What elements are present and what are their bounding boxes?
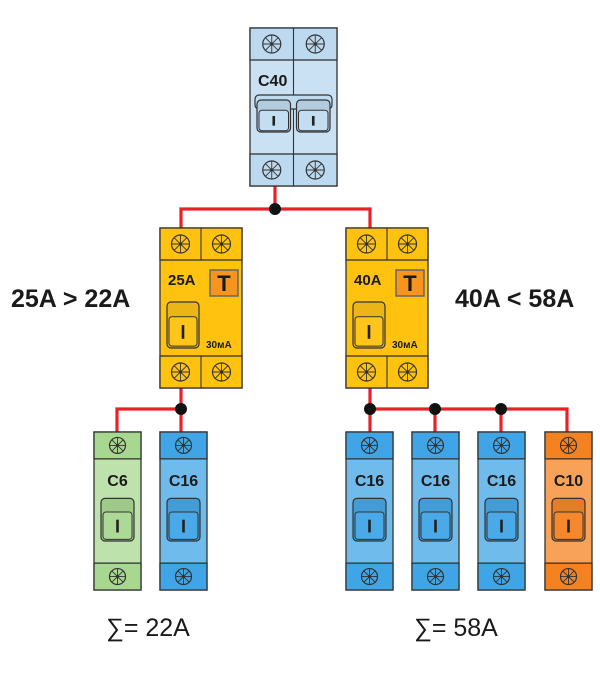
screw-terminal-icon bbox=[397, 234, 418, 254]
rcd-rating-label: 25A bbox=[168, 272, 196, 289]
screw-terminal-icon bbox=[174, 567, 193, 586]
wire-left-to-c6 bbox=[115, 407, 181, 432]
test-button-label: T bbox=[403, 271, 417, 296]
screw-terminal-icon bbox=[426, 436, 445, 455]
test-button-label: T bbox=[217, 271, 231, 296]
toggle-lever bbox=[256, 99, 292, 133]
test-button bbox=[209, 269, 239, 297]
screw-terminal-icon bbox=[559, 436, 578, 455]
breaker-rating-label: C40 bbox=[258, 73, 287, 90]
toggle-lever bbox=[295, 99, 331, 133]
toggle-lever bbox=[551, 497, 586, 542]
rcd-sensitivity-label: 30мА bbox=[206, 340, 232, 351]
breaker-rating-label: C6 bbox=[107, 473, 128, 490]
circuit-breaker-c6: C6 bbox=[93, 431, 142, 591]
circuit-breaker-c16: C16 bbox=[477, 431, 526, 591]
screw-terminal-icon bbox=[305, 160, 325, 180]
junction-dot bbox=[269, 203, 281, 215]
screw-terminal-icon bbox=[492, 567, 511, 586]
rcd-sensitivity-label: 30мА bbox=[392, 340, 418, 351]
toggle-lever bbox=[166, 497, 201, 542]
screw-terminal-icon bbox=[397, 362, 418, 382]
toggle-lever bbox=[352, 301, 386, 349]
junction-dot bbox=[429, 403, 441, 415]
circuit-breaker-c16: C16 bbox=[345, 431, 394, 591]
screw-terminal-icon bbox=[305, 34, 325, 54]
circuit-breaker-c16: C16 bbox=[159, 431, 208, 591]
circuit-breaker-c10: C10 bbox=[544, 431, 593, 591]
screw-terminal-icon bbox=[492, 436, 511, 455]
toggle-lever bbox=[100, 497, 135, 542]
screw-terminal-icon bbox=[262, 160, 282, 180]
screw-terminal-icon bbox=[170, 234, 191, 254]
breaker-rating-label: C16 bbox=[355, 473, 384, 490]
screw-terminal-icon bbox=[360, 436, 379, 455]
devices: C40 25A T 30мА 40A T 30мА C6 C16 C16 C16 C16 C10 bbox=[93, 27, 593, 591]
breaker-rating-label: C16 bbox=[487, 473, 516, 490]
test-button bbox=[395, 269, 425, 297]
screw-terminal-icon bbox=[426, 567, 445, 586]
toggle-lever bbox=[166, 301, 200, 349]
breaker-rating-label: C16 bbox=[169, 473, 198, 490]
rcd-rating-label: 40A bbox=[354, 272, 382, 289]
breaker-rating-label: C10 bbox=[554, 473, 583, 490]
screw-terminal-icon bbox=[174, 436, 193, 455]
toggle-lever bbox=[484, 497, 519, 542]
top-terminal bbox=[159, 431, 208, 460]
left-rcd-comparison: 25A > 22A bbox=[11, 285, 131, 313]
breaker-rating-label: C16 bbox=[421, 473, 450, 490]
junction-dot bbox=[495, 403, 507, 415]
right-rcd-comparison: 40A < 58A bbox=[455, 285, 575, 313]
circuit-breaker-c16: C16 bbox=[411, 431, 460, 591]
screw-terminal-icon bbox=[108, 436, 127, 455]
screw-terminal-icon bbox=[211, 234, 232, 254]
rcd-25a: 25A T 30мА bbox=[159, 227, 243, 389]
left-branch-sum: ∑= 22A bbox=[106, 614, 190, 642]
screw-terminal-icon bbox=[108, 567, 127, 586]
screw-terminal-icon bbox=[356, 234, 377, 254]
main-breaker-c40: C40 bbox=[249, 27, 338, 187]
screw-terminal-icon bbox=[211, 362, 232, 382]
screw-terminal-icon bbox=[262, 34, 282, 54]
screw-terminal-icon bbox=[360, 567, 379, 586]
screw-terminal-icon bbox=[170, 362, 191, 382]
screw-terminal-icon bbox=[559, 567, 578, 586]
rcd-40a: 40A T 30мА bbox=[345, 227, 429, 389]
toggle-lever bbox=[352, 497, 387, 542]
bottom-terminal bbox=[544, 562, 593, 591]
junction-dot bbox=[364, 403, 376, 415]
screw-terminal-icon bbox=[356, 362, 377, 382]
wire-right-bus bbox=[370, 407, 569, 432]
junction-dot bbox=[175, 403, 187, 415]
toggle-lever bbox=[418, 497, 453, 542]
junctions bbox=[175, 203, 507, 415]
right-branch-sum: ∑= 58A bbox=[414, 614, 498, 642]
